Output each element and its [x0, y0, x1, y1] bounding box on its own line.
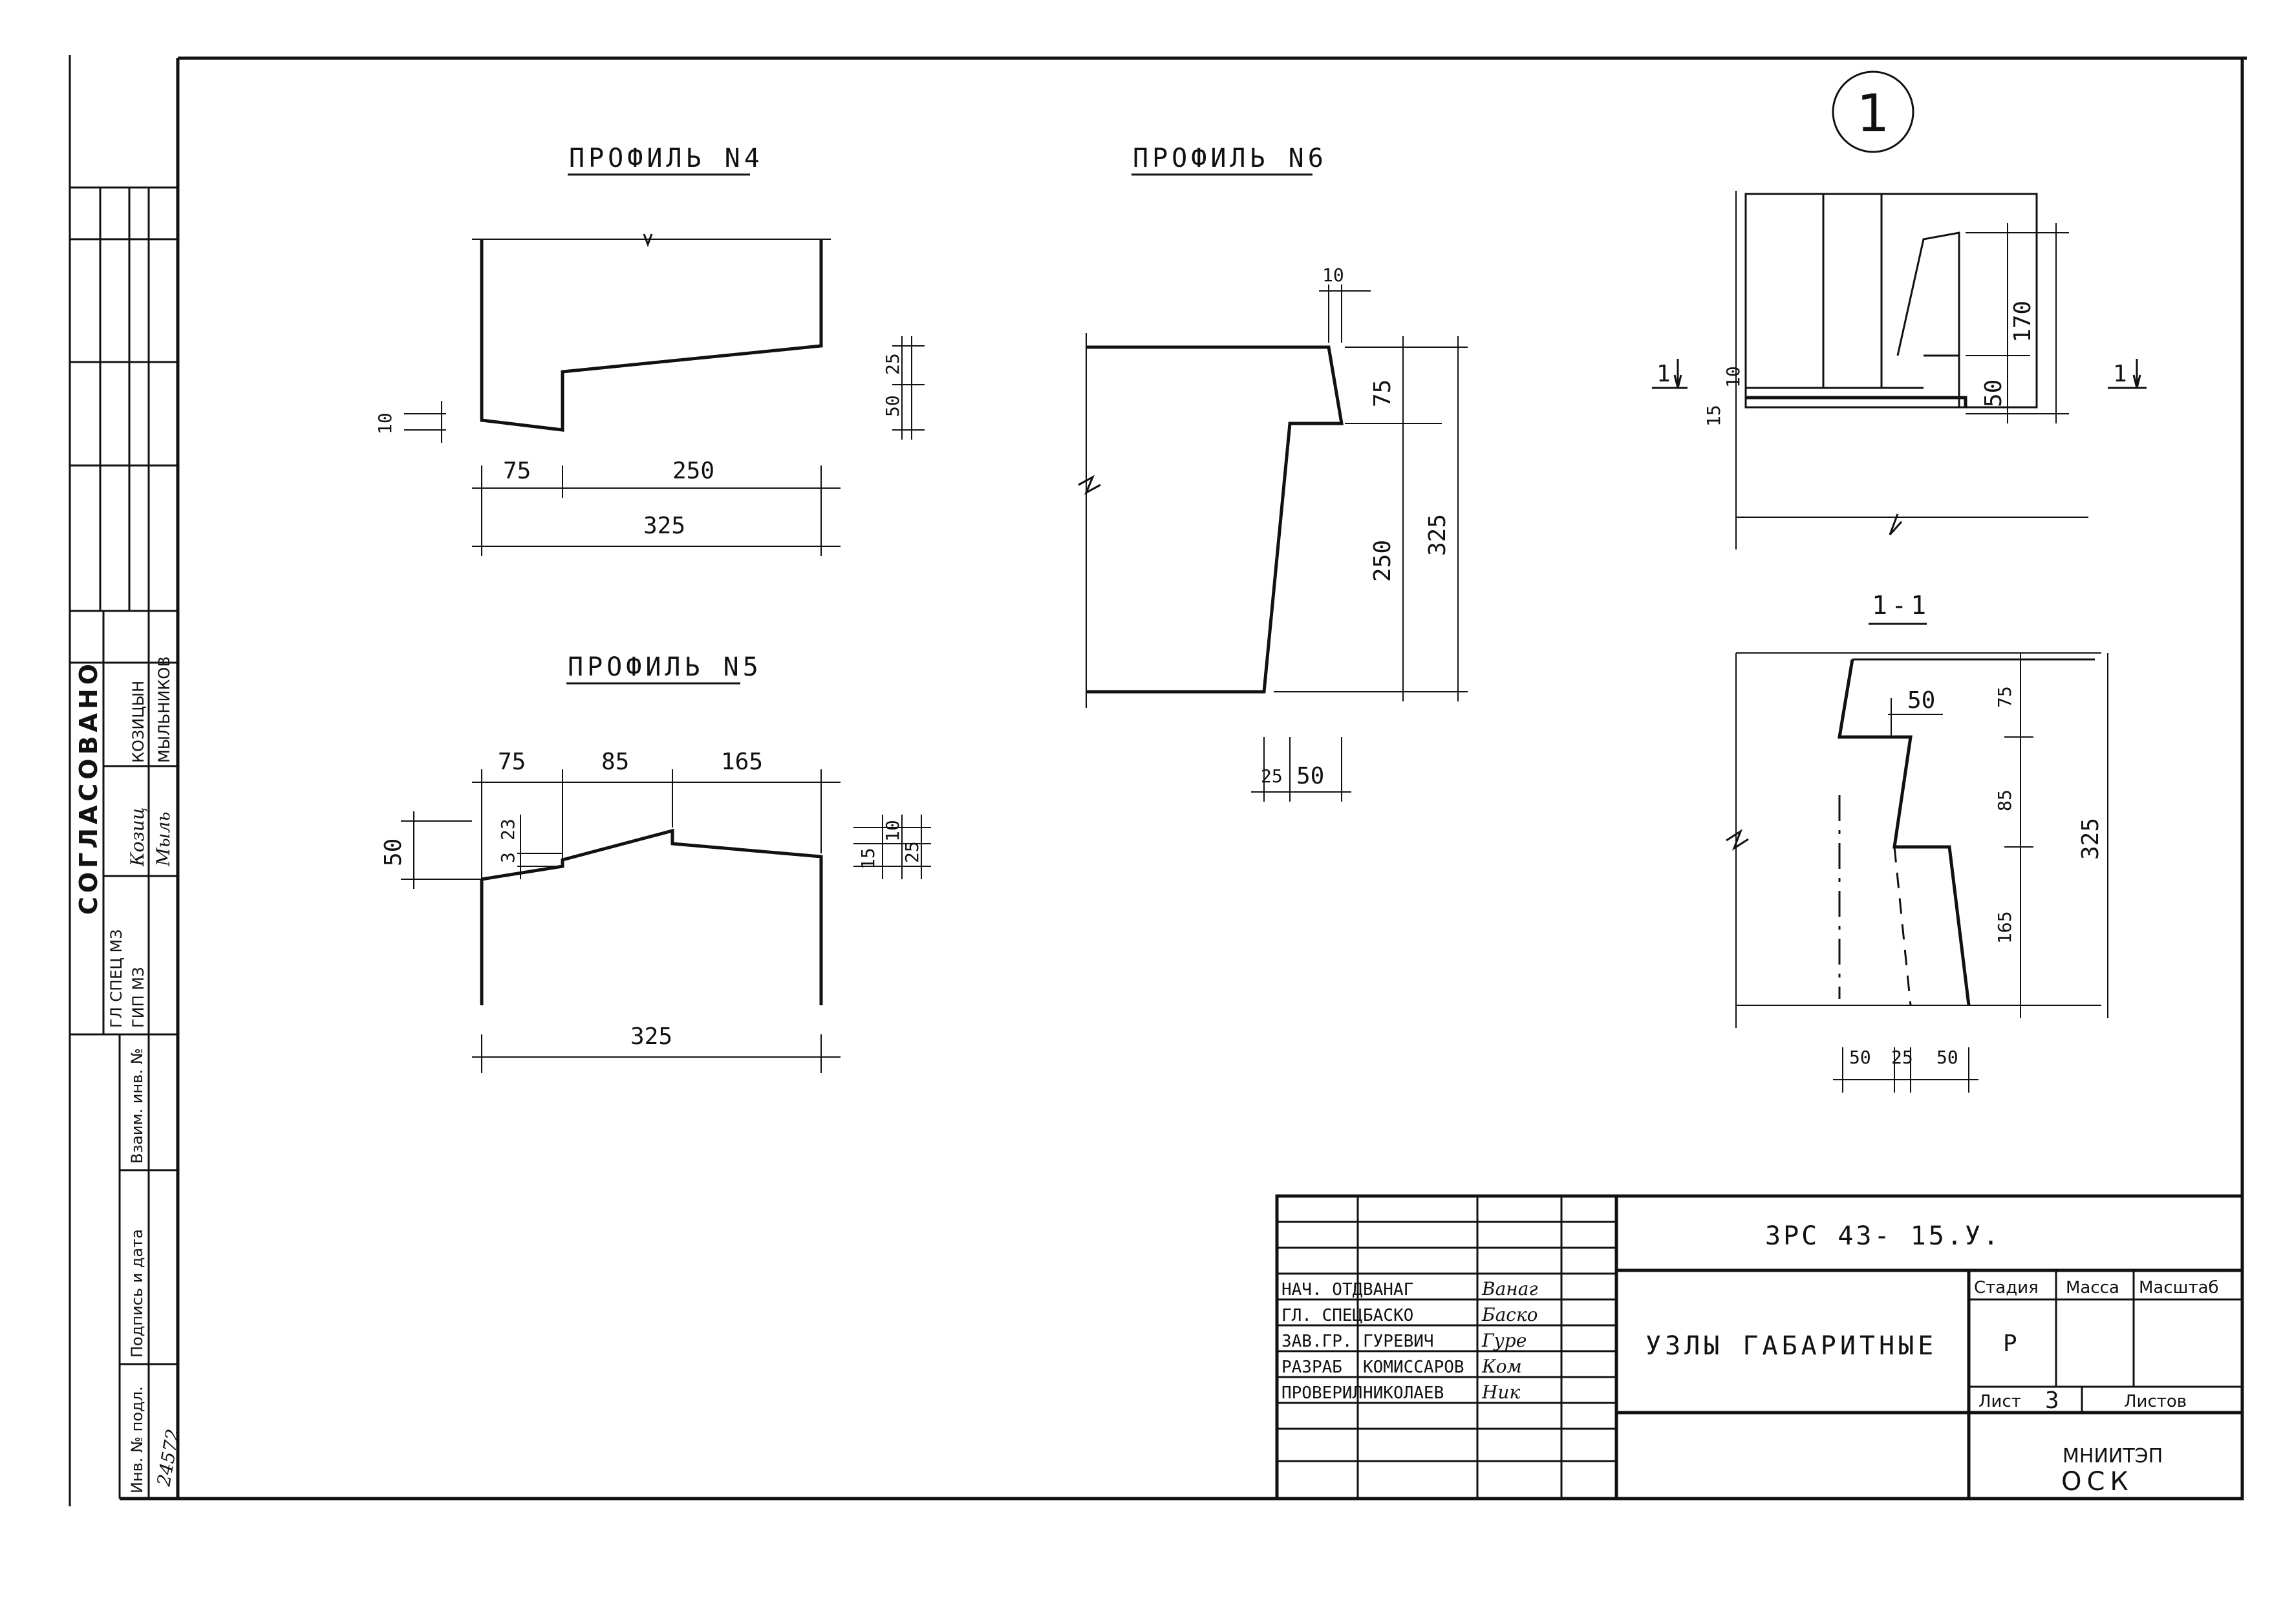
row-role-1: ГЛ. СПЕЦ	[1281, 1306, 1362, 1325]
p4-dim-325: 325	[643, 513, 685, 539]
s11-dim-b50a: 50	[1849, 1047, 1871, 1068]
row-sig-1: Баско	[1481, 1304, 1538, 1325]
sheet-value: 3	[2045, 1387, 2059, 1414]
stage-value: Р	[2003, 1330, 2017, 1357]
p5-dim-50: 50	[380, 839, 407, 866]
s11-dim-b50b: 50	[1936, 1047, 1958, 1068]
p4-dim-75: 75	[503, 458, 531, 484]
row-sig-3: Ком	[1481, 1356, 1522, 1377]
sheets-label: Листов	[2124, 1392, 2187, 1411]
row-role-3: РАЗРАБ	[1281, 1358, 1342, 1377]
p5-dim-25: 25	[901, 841, 923, 863]
side-podpis-label: Подпись и дата	[128, 1229, 146, 1358]
side-org2: ГИП МЗ	[129, 967, 147, 1028]
s11-dim-85: 85	[1994, 789, 2015, 811]
p5-dim-23: 23	[497, 818, 519, 840]
p5-dim-10: 10	[882, 820, 903, 842]
profile-5: ПРОФИЛЬ N5 75 85 165 50 3 23 15 10 25	[380, 652, 931, 1073]
row-sig-0: Ванаг	[1481, 1278, 1538, 1299]
side-signature-2: Мыль	[153, 811, 174, 867]
p5-dim-325: 325	[630, 1023, 672, 1050]
org-line1: МНИИТЭП	[2063, 1445, 2163, 1468]
sheet-label: Лист	[1978, 1392, 2021, 1411]
row-role-0: НАЧ. ОТД	[1281, 1280, 1363, 1299]
side-name2: МЫЛЬНИКОВ	[155, 656, 173, 763]
node1-dim-170: 170	[2010, 301, 2036, 343]
section-1-1: 1-1 50 75 85 165 325 50 25 50	[1726, 591, 2108, 1093]
title-block: 3РС 43- 15.У. УЗЛЫ ГАБАРИТНЫЕ Стадия Мас…	[1275, 1194, 2244, 1501]
profile-4-title: ПРОФИЛЬ N4	[569, 144, 764, 173]
side-name1: КОЗИЦЫН	[129, 681, 147, 763]
row-name-0: ВАНАГ	[1363, 1280, 1413, 1299]
p6-dim-250: 250	[1369, 540, 1396, 582]
row-role-2: ЗАВ.ГР.	[1281, 1332, 1353, 1351]
p6-dim-10: 10	[1322, 264, 1344, 286]
p5-dim-15: 15	[857, 848, 879, 870]
row-name-1: БАСКО	[1363, 1306, 1413, 1325]
row-name-3: КОМИССАРОВ	[1363, 1358, 1464, 1377]
p5-dim-165: 165	[721, 749, 763, 775]
node1-dim-50: 50	[1980, 379, 2007, 407]
p5-dim-3: 3	[497, 852, 519, 863]
row-role-4: ПРОВЕРИЛ	[1281, 1384, 1362, 1403]
p4-dim-50: 50	[882, 395, 903, 417]
p6-dim-50: 50	[1296, 763, 1324, 789]
side-strip: СОГЛАСОВАНО ГЛ СПЕЦ МЗ ГИП МЗ КОЗИЦЫН МЫ…	[70, 186, 184, 1499]
stage-label: Стадия	[1974, 1278, 2039, 1298]
row-sig-2: Гуре	[1481, 1330, 1527, 1351]
s11-dim-b25: 25	[1891, 1047, 1913, 1068]
row-name-2: ГУРЕВИЧ	[1363, 1332, 1434, 1351]
doc-title: УЗЛЫ ГАБАРИТНЫЕ	[1645, 1331, 1937, 1361]
side-inv-label: Инв. № подл.	[128, 1386, 146, 1493]
doc-code: 3РС 43- 15.У.	[1765, 1221, 2001, 1251]
sheet-marker-number: 1	[1857, 83, 1890, 144]
row-sig-4: Ник	[1481, 1382, 1520, 1403]
p4-dim-10: 10	[374, 412, 396, 434]
agreed-label: СОГЛАСОВАНО	[74, 660, 103, 915]
profile-6-title: ПРОФИЛЬ N6	[1133, 144, 1327, 173]
section-1-1-title: 1-1	[1872, 591, 1930, 621]
mass-label: Масса	[2066, 1278, 2119, 1298]
profile-4: ПРОФИЛЬ N4 10 25 50 75 250 325	[374, 144, 925, 556]
side-vzam-label: Взаим. инв. №	[128, 1048, 146, 1164]
side-signature-1: Козиц	[127, 807, 148, 867]
profile-5-title: ПРОФИЛЬ N5	[568, 652, 762, 682]
s11-dim-75: 75	[1994, 686, 2015, 708]
side-org1: ГЛ СПЕЦ МЗ	[107, 929, 125, 1028]
org-line2: ОСК	[2061, 1467, 2134, 1497]
p4-dim-250: 250	[672, 458, 714, 484]
p6-dim-25: 25	[1261, 765, 1283, 787]
scale-label: Масштаб	[2139, 1278, 2219, 1298]
p4-dim-25: 25	[882, 353, 903, 375]
node-1: 170 50 10 15 1 1	[1652, 191, 2147, 550]
section-mark-right: 1	[2113, 361, 2127, 387]
p6-dim-75: 75	[1369, 379, 1396, 407]
p5-dim-75: 75	[498, 749, 526, 775]
s11-dim-50-top: 50	[1907, 687, 1935, 714]
section-mark-left: 1	[1656, 361, 1671, 387]
s11-dim-325: 325	[2077, 818, 2104, 860]
s11-dim-165: 165	[1994, 911, 2015, 944]
sheet-marker: 1	[1832, 70, 1914, 153]
node1-dim-15: 15	[1703, 405, 1724, 427]
p5-dim-85: 85	[601, 749, 629, 775]
p6-dim-325: 325	[1424, 514, 1451, 556]
sheet-border	[69, 55, 2247, 1506]
row-name-4: НИКОЛАЕВ	[1363, 1384, 1444, 1403]
node1-dim-10: 10	[1722, 366, 1744, 388]
profile-6: ПРОФИЛЬ N6 10 75 250 325 25 50	[1078, 144, 1468, 802]
